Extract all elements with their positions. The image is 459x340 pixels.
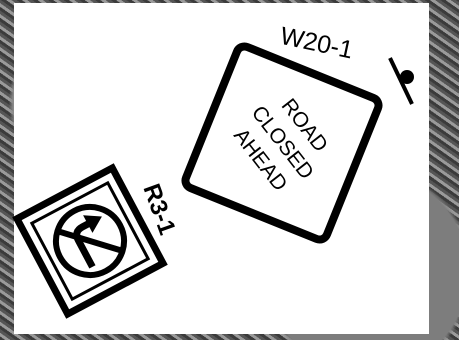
sign-post-icon — [390, 58, 414, 104]
w20-1-road-closed-ahead-sign: ROAD CLOSED AHEAD — [183, 44, 381, 242]
w20-1-code-label: W20-1 — [278, 22, 356, 65]
